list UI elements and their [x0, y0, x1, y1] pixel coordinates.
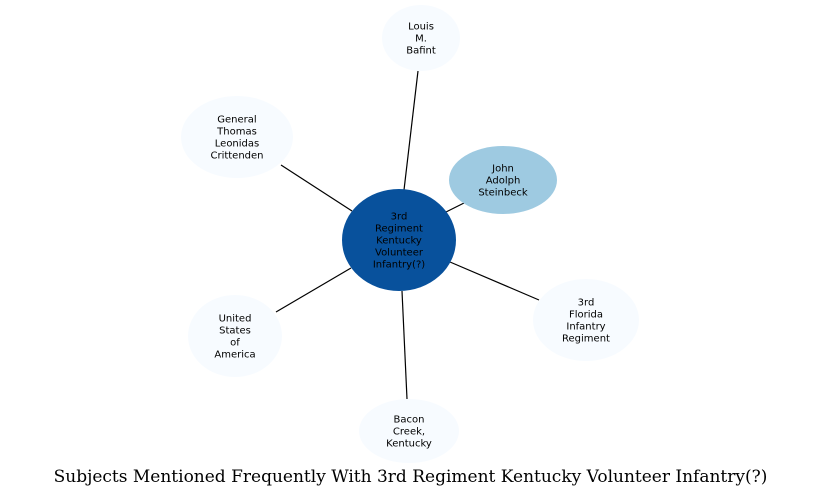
node-usa-shape	[188, 295, 282, 377]
node-center-shape	[342, 189, 456, 291]
diagram-caption: Subjects Mentioned Frequently With 3rd R…	[53, 467, 768, 487]
node-crittenden-shape	[181, 96, 293, 178]
node-label-line: Volunteer	[375, 248, 424, 259]
node-label-line: Louis	[408, 22, 434, 33]
edge-center-louis	[403, 70, 419, 191]
edge-center-bacon	[401, 290, 408, 400]
node-label-line: Florida	[569, 310, 603, 321]
node-label-line: Thomas	[216, 127, 257, 138]
edge-center-crittenden	[280, 164, 353, 212]
node-label-line: United	[219, 314, 252, 325]
edge-center-john	[445, 202, 465, 213]
node-label-line: General	[217, 115, 256, 126]
node-label-line: Regiment	[375, 224, 423, 235]
node-label-line: 3rd	[578, 298, 595, 309]
node-florida-shape	[533, 279, 639, 361]
edge-center-florida	[449, 261, 540, 301]
node-label-line: Bafint	[406, 46, 436, 57]
node-label-line: of	[230, 338, 240, 349]
node-bacon-shape	[359, 399, 459, 463]
node-label-line: Bacon	[394, 415, 425, 426]
node-label-line: Kentucky	[376, 236, 422, 247]
node-label-line: Steinbeck	[478, 188, 528, 199]
node-john-shape	[449, 146, 557, 214]
node-label-line: Creek,	[393, 427, 425, 438]
node-label-line: America	[214, 350, 255, 361]
node-label-line: Regiment	[562, 334, 610, 345]
node-label-line: States	[219, 326, 251, 337]
node-label-line: Leonidas	[215, 139, 259, 150]
node-label-line: Kentucky	[386, 439, 432, 450]
node-label-line: John	[491, 164, 514, 175]
node-label-line: Infantry(?)	[373, 260, 425, 271]
node-label-line: M.	[415, 34, 427, 45]
node-label-line: 3rd	[391, 212, 408, 223]
node-label-line: Adolph	[486, 176, 521, 187]
node-louis-shape	[382, 5, 460, 71]
node-label-line: Infantry	[566, 322, 605, 333]
node-label-line: Crittenden	[210, 151, 263, 162]
edges-layer	[275, 70, 540, 400]
edge-center-usa	[275, 267, 352, 313]
